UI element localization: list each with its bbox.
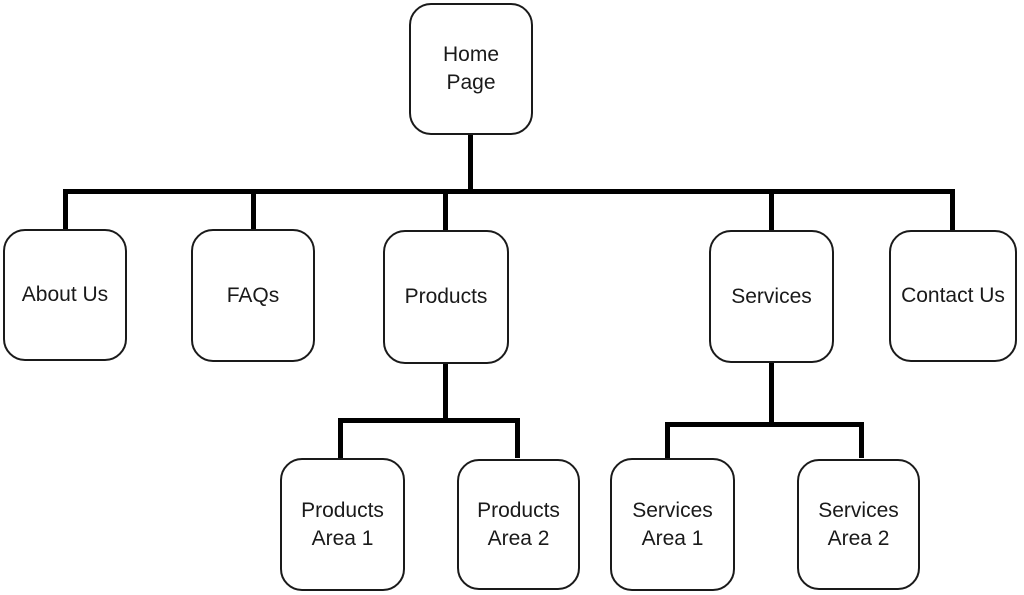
node-contact-us: Contact Us: [889, 230, 1017, 362]
node-services-label: Services: [731, 284, 812, 308]
connector-home-to-main-line: [468, 134, 473, 191]
connector-drop-products-area-2: [515, 418, 520, 458]
connector-services-stem: [769, 361, 774, 427]
connector-drop-products: [443, 189, 448, 230]
node-products-area-2-label: Products Area 2: [477, 498, 560, 550]
connector-drop-faqs: [251, 189, 256, 230]
node-home-page-label: Home Page: [442, 43, 500, 94]
node-about-us: About Us: [3, 229, 127, 361]
connector-drop-about-us: [63, 189, 68, 230]
connector-drop-contact-us: [950, 189, 955, 230]
node-services-area-2: Services Area 2: [797, 459, 920, 590]
node-products-label: Products: [404, 285, 488, 308]
node-about-us-label: About Us: [21, 283, 109, 306]
node-home-page: Home Page: [409, 3, 533, 135]
node-services-area-1-label: Services Area 1: [632, 498, 713, 550]
connector-products-stem: [443, 362, 448, 423]
node-services-area-2-label: Services Area 2: [818, 498, 899, 550]
node-contact-us-label: Contact Us: [901, 284, 1005, 307]
connector-services-children-bar: [665, 422, 864, 427]
node-products-area-1-label: Products Area 1: [301, 498, 384, 550]
node-products-area-1: Products Area 1: [280, 458, 405, 591]
node-faqs: FAQs: [191, 229, 315, 362]
connector-drop-services-area-2: [859, 422, 864, 458]
node-services-area-1: Services Area 1: [610, 458, 735, 591]
connector-drop-products-area-1: [338, 418, 343, 458]
connector-main-horizontal-line: [63, 189, 955, 194]
node-products-area-2: Products Area 2: [457, 459, 580, 590]
node-products: Products: [383, 230, 509, 364]
connector-products-children-bar: [338, 418, 520, 423]
node-faqs-label: FAQs: [226, 283, 280, 307]
connector-drop-services: [769, 189, 774, 230]
connector-drop-services-area-1: [665, 422, 670, 458]
node-services: Services: [709, 230, 834, 363]
